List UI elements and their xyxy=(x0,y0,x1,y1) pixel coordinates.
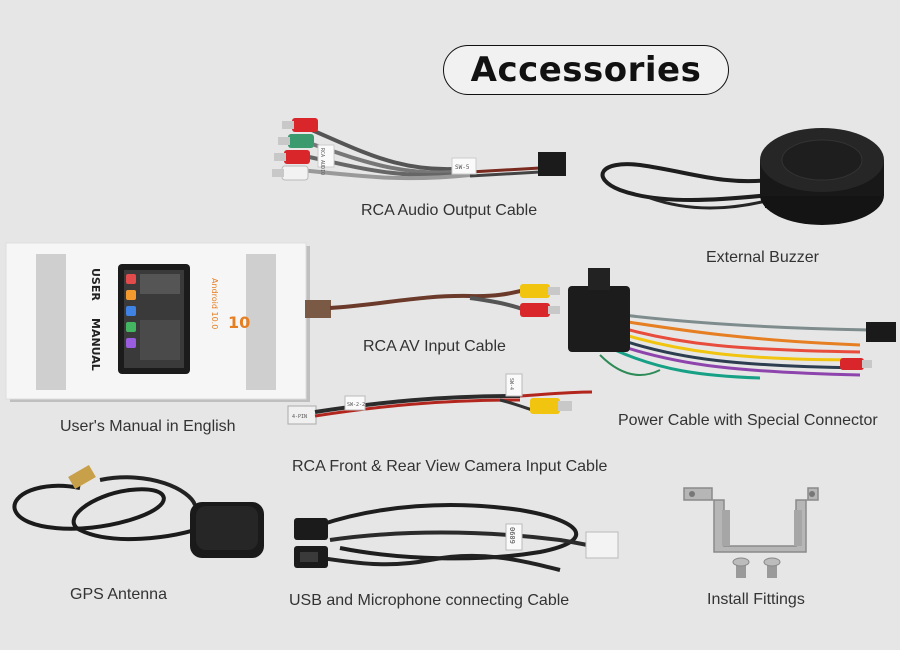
caption-power-cable: Power Cable with Special Connector xyxy=(618,412,878,429)
camera-tag-code-b: SW-4 xyxy=(508,378,514,390)
usb-microphone-cable-image xyxy=(294,503,619,572)
caption-install-fittings: Install Fittings xyxy=(707,591,805,608)
caption-gps-antenna: GPS Antenna xyxy=(70,586,167,603)
rca-audio-tag-code: SW-5 xyxy=(455,164,470,171)
external-buzzer-image xyxy=(600,128,884,225)
install-fittings-image xyxy=(683,487,819,578)
manual-android-text: Android 10.0 xyxy=(210,278,219,329)
title-badge: Accessories xyxy=(443,45,729,95)
power-cable-image xyxy=(568,268,896,380)
camera-tag-pin: 4-PIN xyxy=(292,414,307,420)
caption-users-manual: User's Manual in English xyxy=(60,418,236,435)
gps-antenna-image xyxy=(12,464,264,558)
users-manual-image xyxy=(5,242,310,402)
page-title: Accessories xyxy=(470,50,702,90)
caption-rca-av-input-cable: RCA AV Input Cable xyxy=(363,338,506,355)
caption-rca-audio-output-cable: RCA Audio Output Cable xyxy=(361,202,538,219)
usb-tag-code: 0609 xyxy=(508,527,516,544)
camera-input-cable-image xyxy=(287,373,593,425)
manual-logo-text: 10 xyxy=(228,313,250,332)
manual-title-user: USER xyxy=(89,268,102,301)
rca-av-input-cable-image xyxy=(305,284,560,318)
caption-external-buzzer: External Buzzer xyxy=(706,249,819,266)
rca-audio-tag-label: RCA AUDIO xyxy=(319,148,325,175)
manual-title-manual: MANUAL xyxy=(89,318,102,371)
rca-audio-output-cable-image xyxy=(272,118,566,181)
caption-camera-input-cable: RCA Front & Rear View Camera Input Cable xyxy=(292,458,608,475)
camera-tag-code-a: SW-2-2 xyxy=(347,402,365,408)
caption-usb-microphone-cable: USB and Microphone connecting Cable xyxy=(289,592,570,609)
